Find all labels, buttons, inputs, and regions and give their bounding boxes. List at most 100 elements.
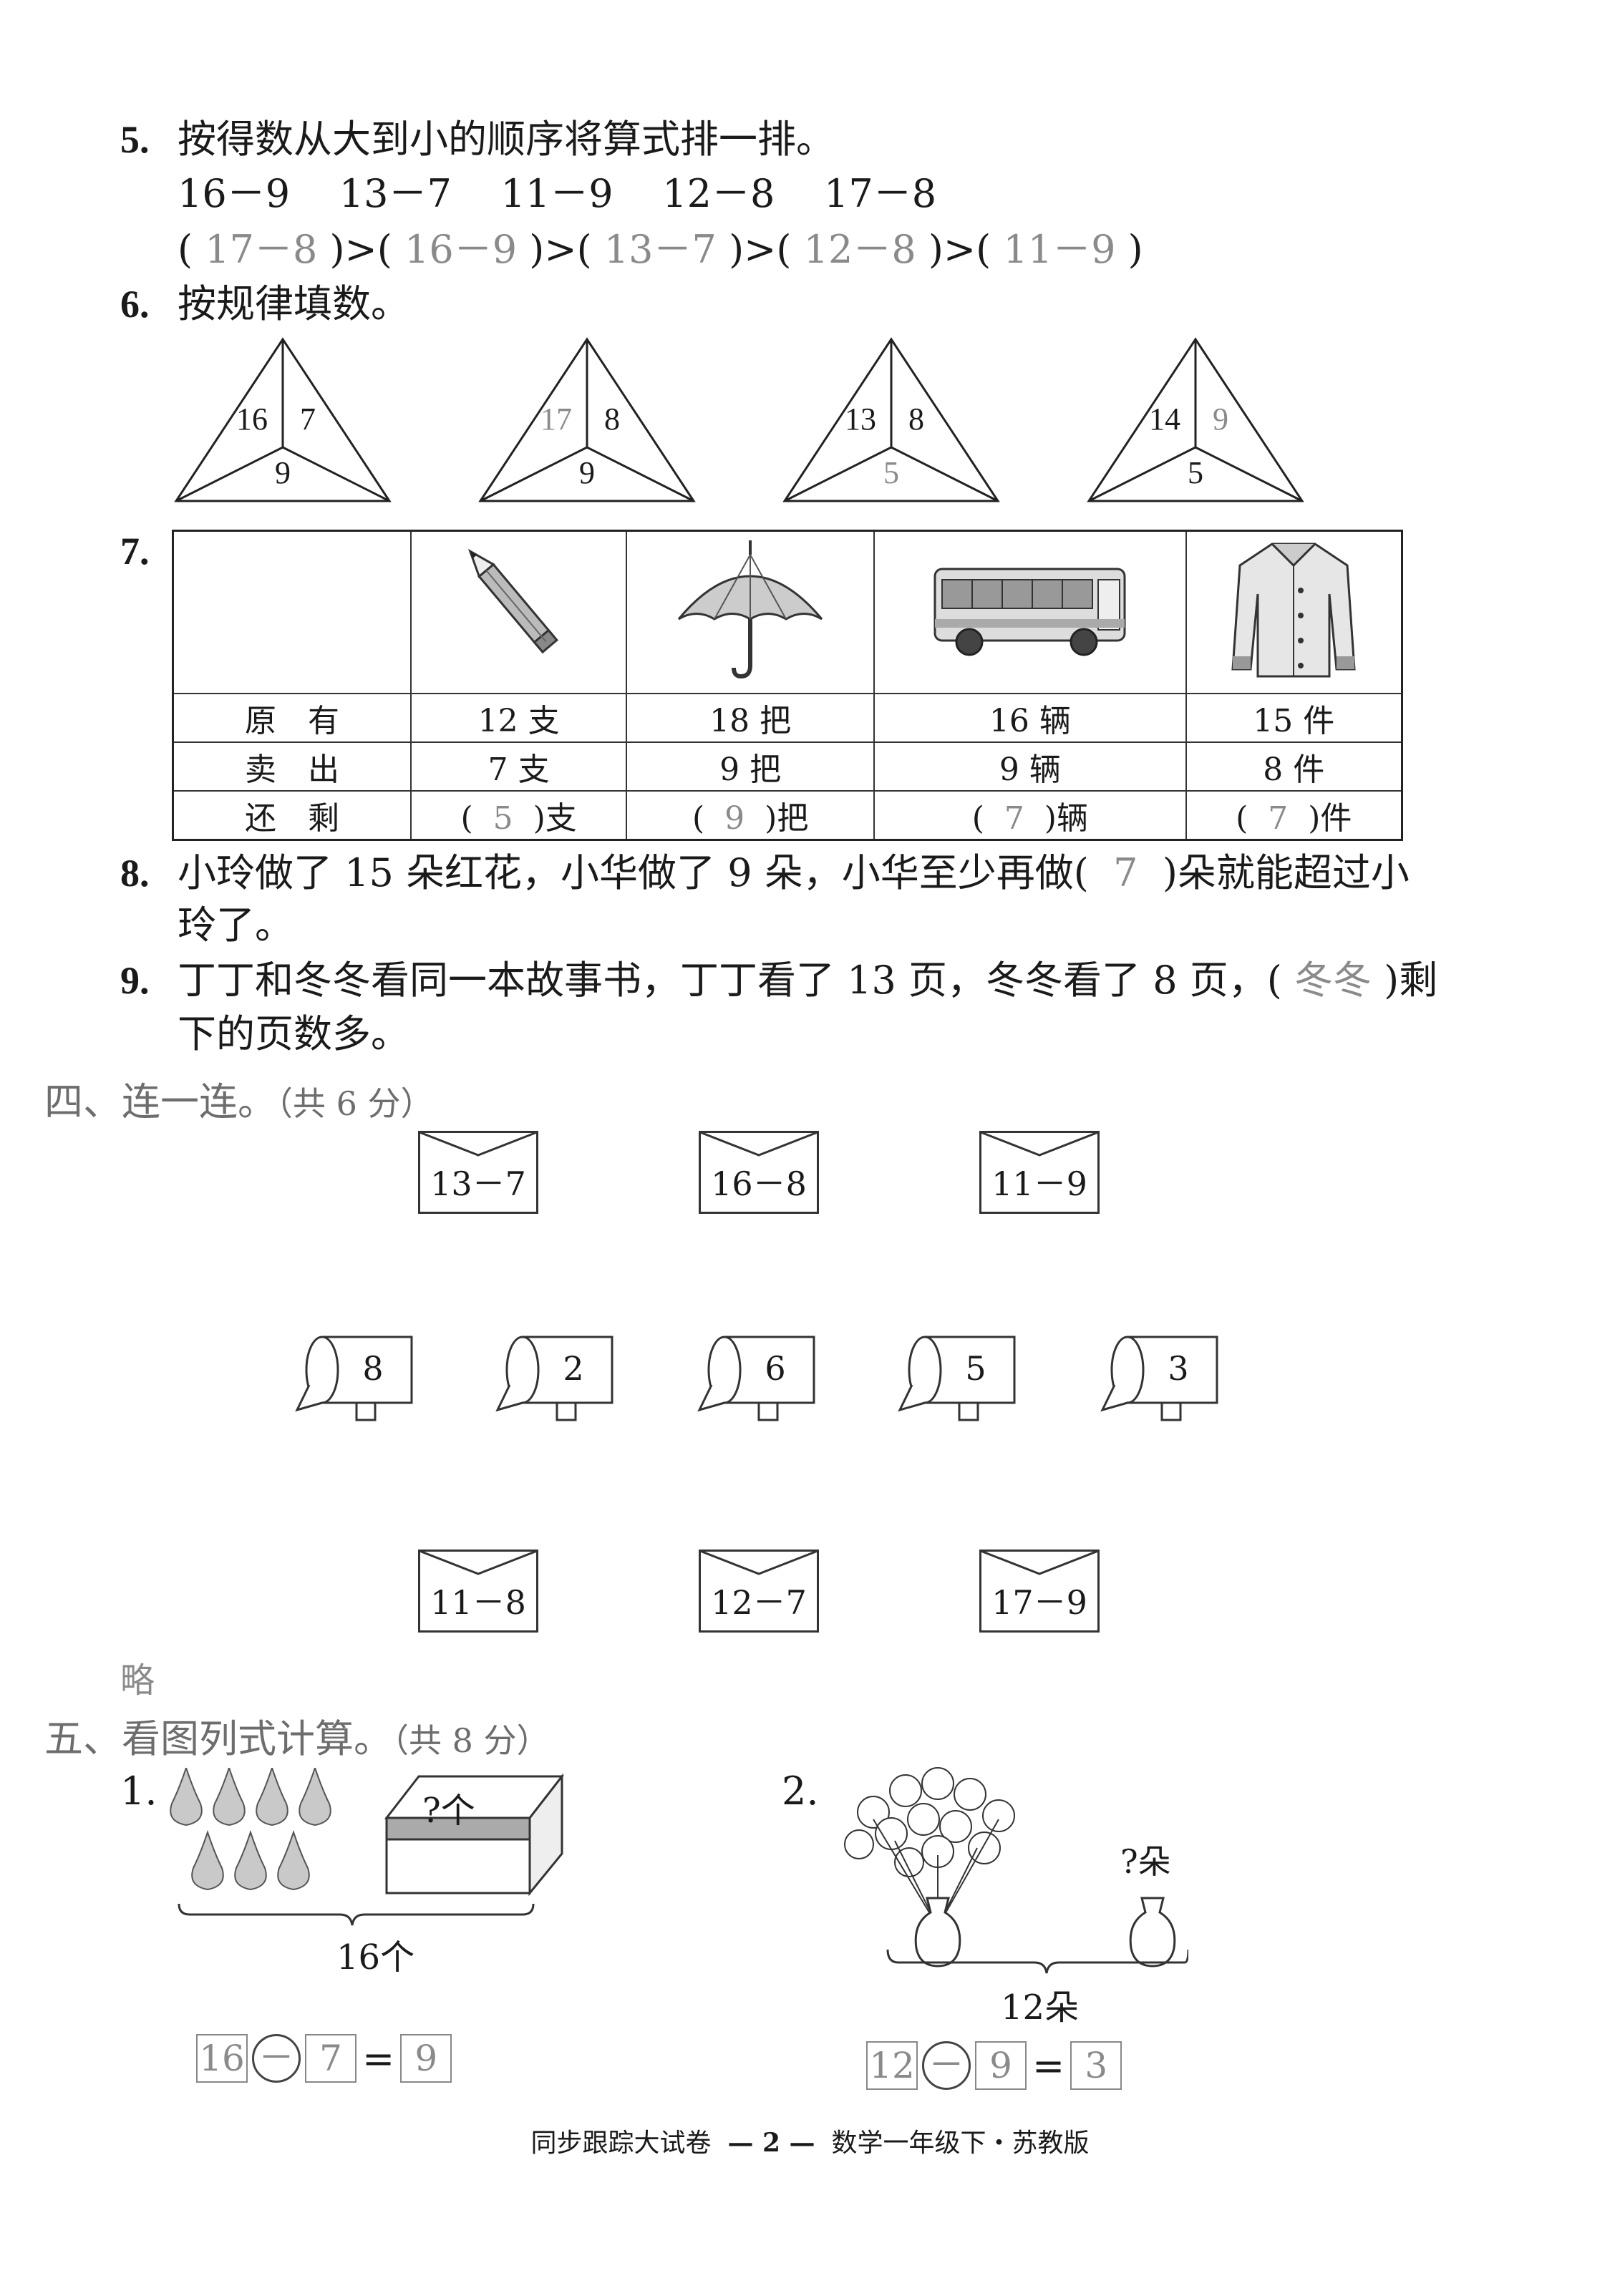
envelope-icon	[418, 1131, 538, 1214]
bus-icon	[933, 568, 1126, 656]
envelope[interactable]: 13－7	[418, 1131, 538, 1214]
mailbox-icon	[1100, 1336, 1218, 1421]
unit-label: 把	[777, 800, 809, 837]
triangle-divider	[1088, 446, 1196, 502]
envelope-label: 11－9	[991, 1164, 1087, 1203]
expression: 13－7	[339, 171, 452, 216]
question-number: 6.	[120, 283, 150, 326]
footer-book-title: 同步跟踪大试卷	[530, 2129, 712, 2158]
answer-blank[interactable]: 17－8	[205, 227, 318, 272]
question-text: 小玲做了 15 朵红花，小华做了 9 朵，小华至少再做(	[178, 850, 1089, 895]
question-number: 9.	[120, 959, 150, 1002]
answer-blank[interactable]: 冬冬	[1294, 958, 1372, 1003]
envelope-icon	[699, 1131, 819, 1214]
mailbox-number: 5	[965, 1349, 986, 1388]
section-title: 五、看图列式计算。	[44, 1716, 392, 1761]
section-score: （共 6 分）	[276, 1084, 434, 1123]
problem-number: 2.	[782, 1769, 819, 1814]
problem-number: 1.	[120, 1769, 157, 1814]
footer-subject: 数学一年级下・苏教版	[831, 2129, 1090, 2158]
section-score: （共 8 分）	[392, 1721, 550, 1760]
answer-blank[interactable]: 9	[724, 800, 745, 837]
expression: 17－8	[824, 171, 937, 216]
mailbox-icon	[495, 1336, 613, 1421]
expression-list: 16－9 13－7 11－9 12－8 17－8	[178, 169, 936, 219]
table-cell: ( 7 )辆	[873, 790, 1187, 841]
expression: 12－8	[662, 171, 775, 216]
mailbox-number: 6	[765, 1349, 786, 1388]
triangle-number: 9	[275, 455, 291, 490]
envelope[interactable]: 17－9	[979, 1550, 1100, 1633]
envelope-label: 16－8	[711, 1164, 807, 1203]
triangle-divider	[480, 446, 588, 502]
total-brace	[178, 1903, 535, 1926]
expression: 16－9	[178, 171, 291, 216]
operator-circle[interactable]: －	[252, 2034, 301, 2083]
envelope-icon	[979, 1550, 1100, 1633]
section-title: 四、连一连。	[44, 1079, 276, 1124]
table-cell: 15 件	[1185, 693, 1403, 743]
mailbox[interactable]: 3	[1099, 1335, 1221, 1421]
triangle-number: 9	[579, 455, 595, 490]
equation-box[interactable]: 3	[1070, 2041, 1122, 2090]
mailbox-number: 3	[1168, 1349, 1189, 1388]
umbrella-icon	[678, 540, 823, 679]
triangle-number: 16	[236, 402, 268, 437]
triangle-number: 5	[1188, 455, 1203, 490]
mailbox-number: 8	[362, 1349, 384, 1388]
mailbox[interactable]: 6	[696, 1335, 818, 1421]
envelope[interactable]: 12－7	[699, 1550, 819, 1633]
answer-blank[interactable]: 7	[1113, 850, 1138, 895]
answer-blank[interactable]: 7	[1004, 800, 1024, 837]
pencil-cell	[409, 530, 628, 694]
table-cell: 18 把	[626, 693, 876, 743]
vase-icon	[914, 1897, 1176, 1967]
question-7-number: 7.	[120, 526, 178, 576]
operator-circle[interactable]: －	[922, 2041, 971, 2090]
question-6: 6. 按规律填数。	[120, 279, 409, 329]
page-number: — 2 —	[727, 2128, 815, 2158]
mailbox[interactable]: 5	[896, 1335, 1018, 1421]
answer-blank[interactable]: 5	[493, 800, 513, 837]
envelope[interactable]: 11－8	[418, 1550, 538, 1633]
answer-blank[interactable]: 7	[1268, 800, 1289, 837]
pear-icon-group	[170, 1768, 331, 1891]
envelope-label: 13－7	[430, 1164, 526, 1203]
question-text: )朵就能超过小	[1162, 850, 1410, 895]
mailbox[interactable]: 2	[494, 1335, 616, 1421]
answer-blank[interactable]: 12－8	[803, 227, 916, 272]
triangle-answer[interactable]: 9	[1213, 402, 1228, 437]
equation-box[interactable]: 9	[400, 2034, 452, 2083]
equation-box[interactable]: 12	[866, 2041, 918, 2090]
envelope[interactable]: 16－8	[699, 1131, 819, 1214]
table-cell: 8 件	[1185, 741, 1403, 792]
question-text: 按规律填数。	[178, 281, 409, 326]
triangle-divider	[891, 446, 999, 502]
answer-blank[interactable]: 11－9	[1003, 227, 1116, 272]
coat-cell	[1185, 530, 1403, 694]
answer-blank[interactable]: 16－9	[404, 227, 518, 272]
section-5-header: 五、看图列式计算。（共 8 分）	[44, 1707, 550, 1764]
envelope[interactable]: 11－9	[979, 1131, 1100, 1214]
table-cell: 16 辆	[873, 693, 1187, 743]
mailbox-number: 2	[563, 1349, 584, 1388]
equation-box[interactable]: 7	[305, 2034, 357, 2083]
answer-blank[interactable]: 13－7	[603, 227, 717, 272]
triangle-divider	[1195, 446, 1303, 502]
equation-box[interactable]: 16	[196, 2034, 248, 2083]
equation-box[interactable]: 9	[975, 2041, 1027, 2090]
mailbox-icon	[697, 1336, 815, 1421]
envelope-label: 17－9	[991, 1583, 1087, 1622]
flowers-icon	[844, 1767, 1015, 1927]
box-icon	[384, 1773, 565, 1897]
row-label-sold: 卖 出	[172, 741, 412, 792]
mailbox[interactable]: 8	[294, 1335, 415, 1421]
table-cell: 12 支	[409, 693, 628, 743]
question-8: 8.小玲做了 15 朵红花，小华做了 9 朵，小华至少再做( 7 )朵就能超过小	[120, 848, 1410, 898]
triangle-answer[interactable]: 5	[883, 455, 899, 490]
table-cell: ( 7 )件	[1185, 790, 1403, 841]
envelope-icon	[699, 1550, 819, 1633]
triangle-answer[interactable]: 17	[540, 402, 572, 437]
